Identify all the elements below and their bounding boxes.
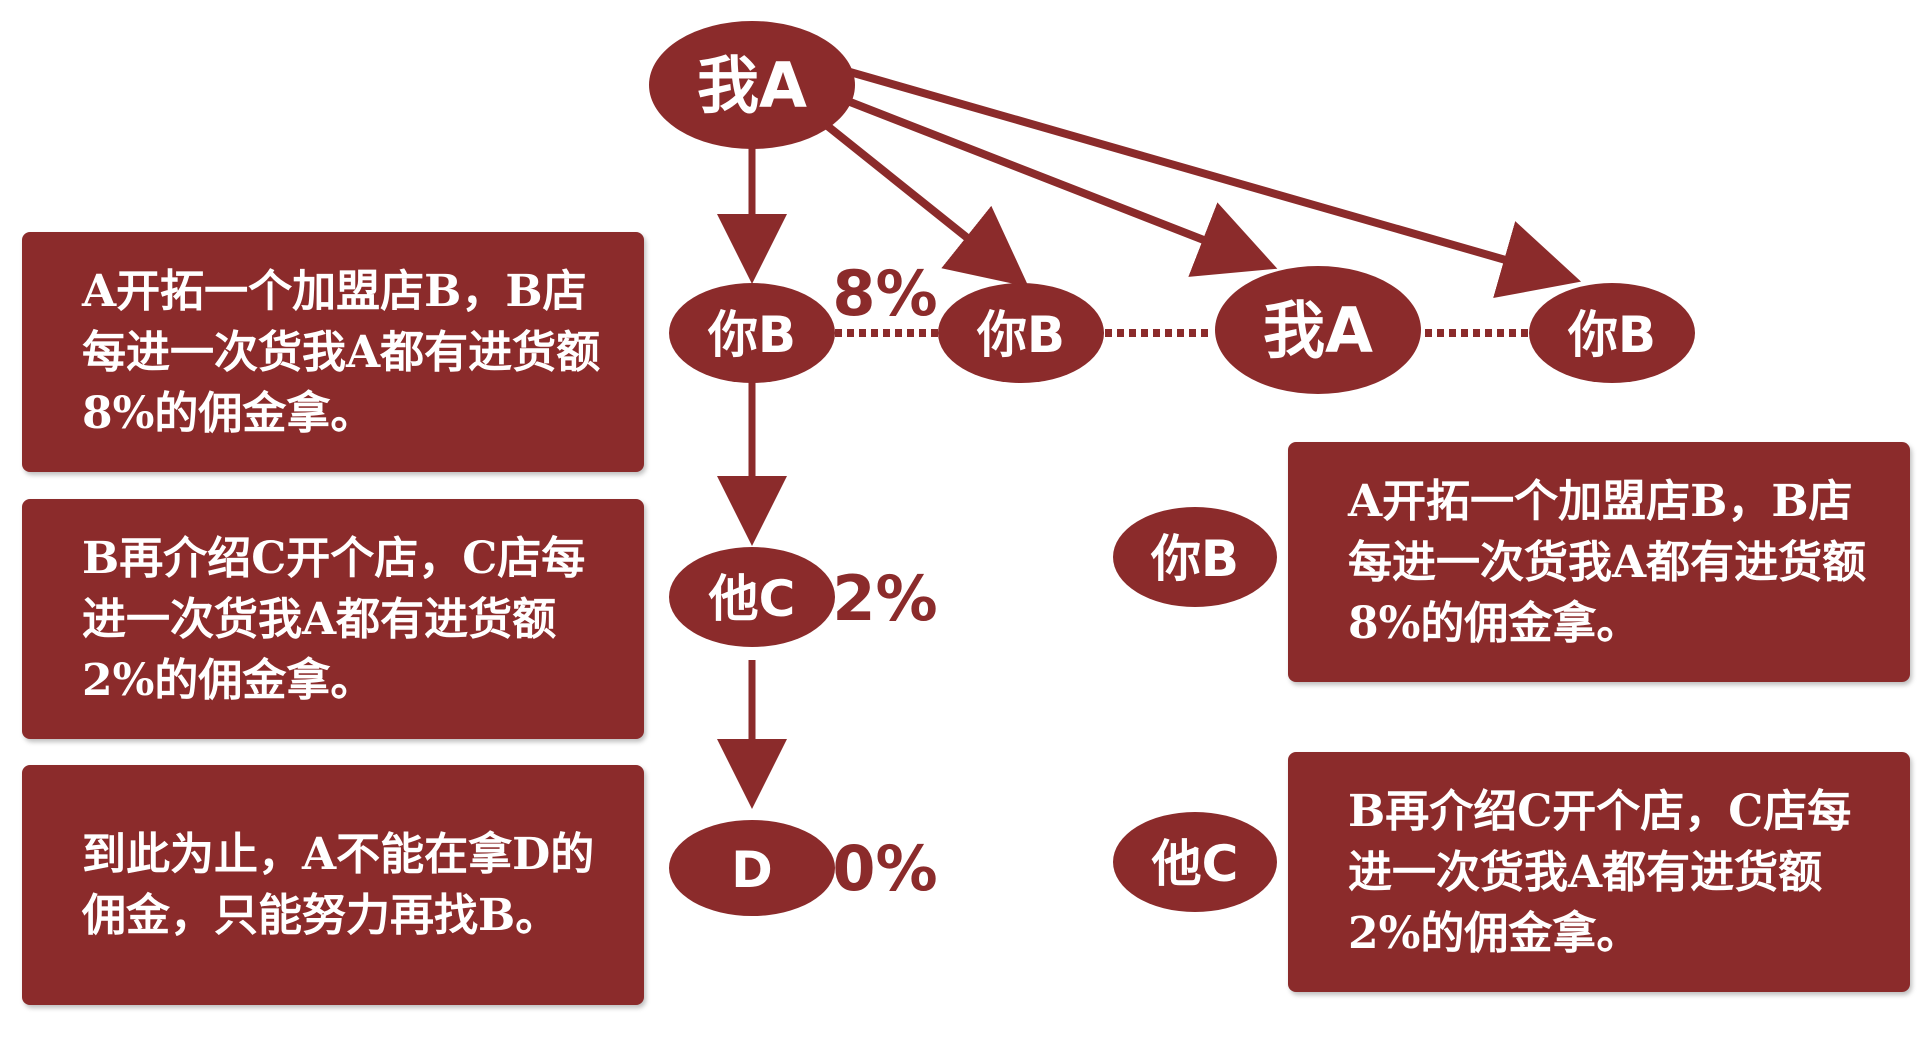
node-c-label: 他C — [708, 570, 796, 628]
box-right-bottom: B再介绍C开个店，C店每进一次货我A都有进货额2%的佣金拿。 — [1288, 752, 1910, 992]
node-top-a-label: 我A — [697, 49, 807, 122]
percent-0: 0% — [832, 832, 937, 905]
box-right-top: A开拓一个加盟店B，B店每进一次货我A都有进货额8%的佣金拿。 — [1288, 442, 1910, 682]
percent-2: 2% — [832, 562, 937, 635]
node-b3: 你B — [1529, 283, 1695, 383]
box-left-top-text: A开拓一个加盟店B，B店每进一次货我A都有进货额8%的佣金拿。 — [82, 265, 601, 439]
node-b3-label: 你B — [1567, 306, 1656, 364]
node-b1: 你B — [669, 283, 835, 383]
box-left-top: A开拓一个加盟店B，B店每进一次货我A都有进货额8%的佣金拿。 — [22, 232, 644, 472]
node-d: D — [669, 820, 835, 916]
node-c: 他C — [669, 547, 835, 647]
arrow-a-to-a2 — [843, 96, 1278, 277]
node-a2-label: 我A — [1263, 294, 1373, 367]
box-left-bottom: 到此为止，A不能在拿D的佣金，只能努力再找B。 — [22, 765, 644, 1005]
node-top-a: 我A — [649, 21, 855, 149]
percent-8: 8% — [832, 257, 937, 330]
box-right-bottom-text: B再介绍C开个店，C店每进一次货我A都有进货额2%的佣金拿。 — [1348, 785, 1852, 959]
node-b2-label: 你B — [976, 306, 1065, 364]
box-left-bottom-text: 到此为止，A不能在拿D的佣金，只能努力再找B。 — [82, 829, 595, 941]
node-right-b: 你B — [1113, 507, 1277, 607]
arrow-a-to-b3 — [848, 68, 1582, 299]
box-left-mid-text: B再介绍C开个店，C店每进一次货我A都有进货额2%的佣金拿。 — [82, 532, 586, 706]
node-right-b-label: 你B — [1150, 530, 1239, 588]
arrow-a-to-b2 — [817, 116, 1029, 287]
box-left-mid: B再介绍C开个店，C店每进一次货我A都有进货额2%的佣金拿。 — [22, 499, 644, 739]
node-right-c-label: 他C — [1151, 835, 1239, 893]
node-d-label: D — [731, 841, 773, 899]
node-a2: 我A — [1215, 266, 1421, 394]
box-right-top-text: A开拓一个加盟店B，B店每进一次货我A都有进货额8%的佣金拿。 — [1348, 475, 1867, 649]
node-b1-label: 你B — [707, 306, 796, 364]
node-b2: 你B — [938, 283, 1104, 383]
node-right-c: 他C — [1113, 812, 1277, 912]
